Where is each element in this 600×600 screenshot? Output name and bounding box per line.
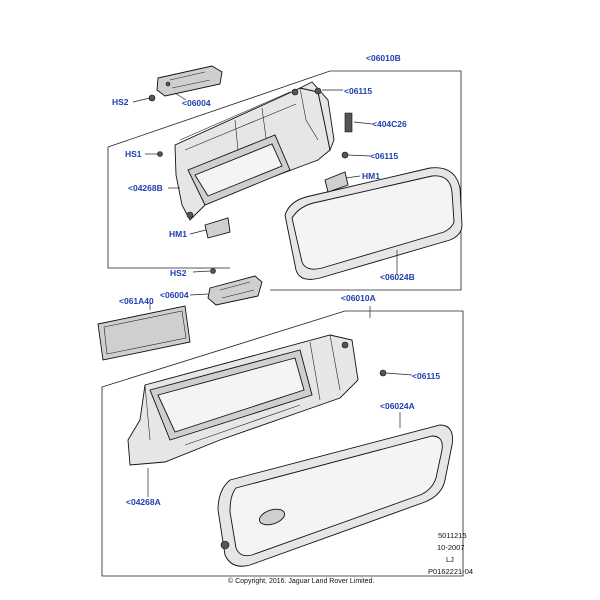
label-hs2-top: HS2 — [112, 97, 129, 107]
label-06115-b: <06115 — [370, 151, 398, 161]
upper-bumper-404c26 — [344, 112, 353, 133]
upper-clip-06115-a — [314, 87, 322, 95]
lower-clip-06115-c — [379, 369, 387, 377]
label-04268A: <04268A — [126, 497, 161, 507]
mid-panel-061a40 — [97, 305, 191, 361]
meta-line-3: LJ — [446, 555, 454, 564]
upper-screw-hs1 — [157, 151, 163, 157]
label-061A40: <061A40 — [119, 296, 154, 306]
label-06010A: <06010A — [341, 293, 376, 303]
upper-hinge-hm1-right — [324, 171, 349, 193]
label-06004-mid: <06004 — [160, 290, 189, 300]
meta-line-4: P0162221-04 — [428, 567, 473, 576]
upper-hinge-hm1-left — [204, 217, 231, 239]
label-06115-a: <06115 — [344, 86, 372, 96]
mid-screw-hs2 — [210, 268, 216, 274]
label-06024A: <06024A — [380, 401, 415, 411]
upper-glovebox-housing — [174, 81, 335, 221]
label-hm1-left: HM1 — [169, 229, 187, 239]
label-hs2-mid: HS2 — [170, 268, 187, 278]
upper-glovebox-lid — [284, 167, 463, 280]
lower-glovebox-lid — [217, 424, 453, 567]
label-06115-c: <06115 — [412, 371, 440, 381]
meta-line-1: 5011215 — [438, 531, 467, 540]
lower-assembly-frame — [101, 310, 464, 577]
meta-line-2: 10-2007 — [437, 543, 465, 552]
upper-latch — [156, 65, 223, 97]
label-04268B: <04268B — [128, 183, 163, 193]
copyright-notice: © Copyright, 2016. Jaguar Land Rover Lim… — [228, 577, 374, 585]
mid-latch — [207, 275, 263, 306]
upper-clip-06115-b — [341, 151, 349, 159]
label-06004-top: <06004 — [182, 98, 211, 108]
label-404C26: <404C26 — [372, 119, 407, 129]
upper-assembly-frame — [107, 70, 462, 291]
label-hs1: HS1 — [125, 149, 142, 159]
lower-glovebox-housing — [127, 334, 359, 466]
label-06010B: <06010B — [366, 53, 401, 63]
label-06024B: <06024B — [380, 272, 415, 282]
label-hm1-right: HM1 — [362, 171, 380, 181]
